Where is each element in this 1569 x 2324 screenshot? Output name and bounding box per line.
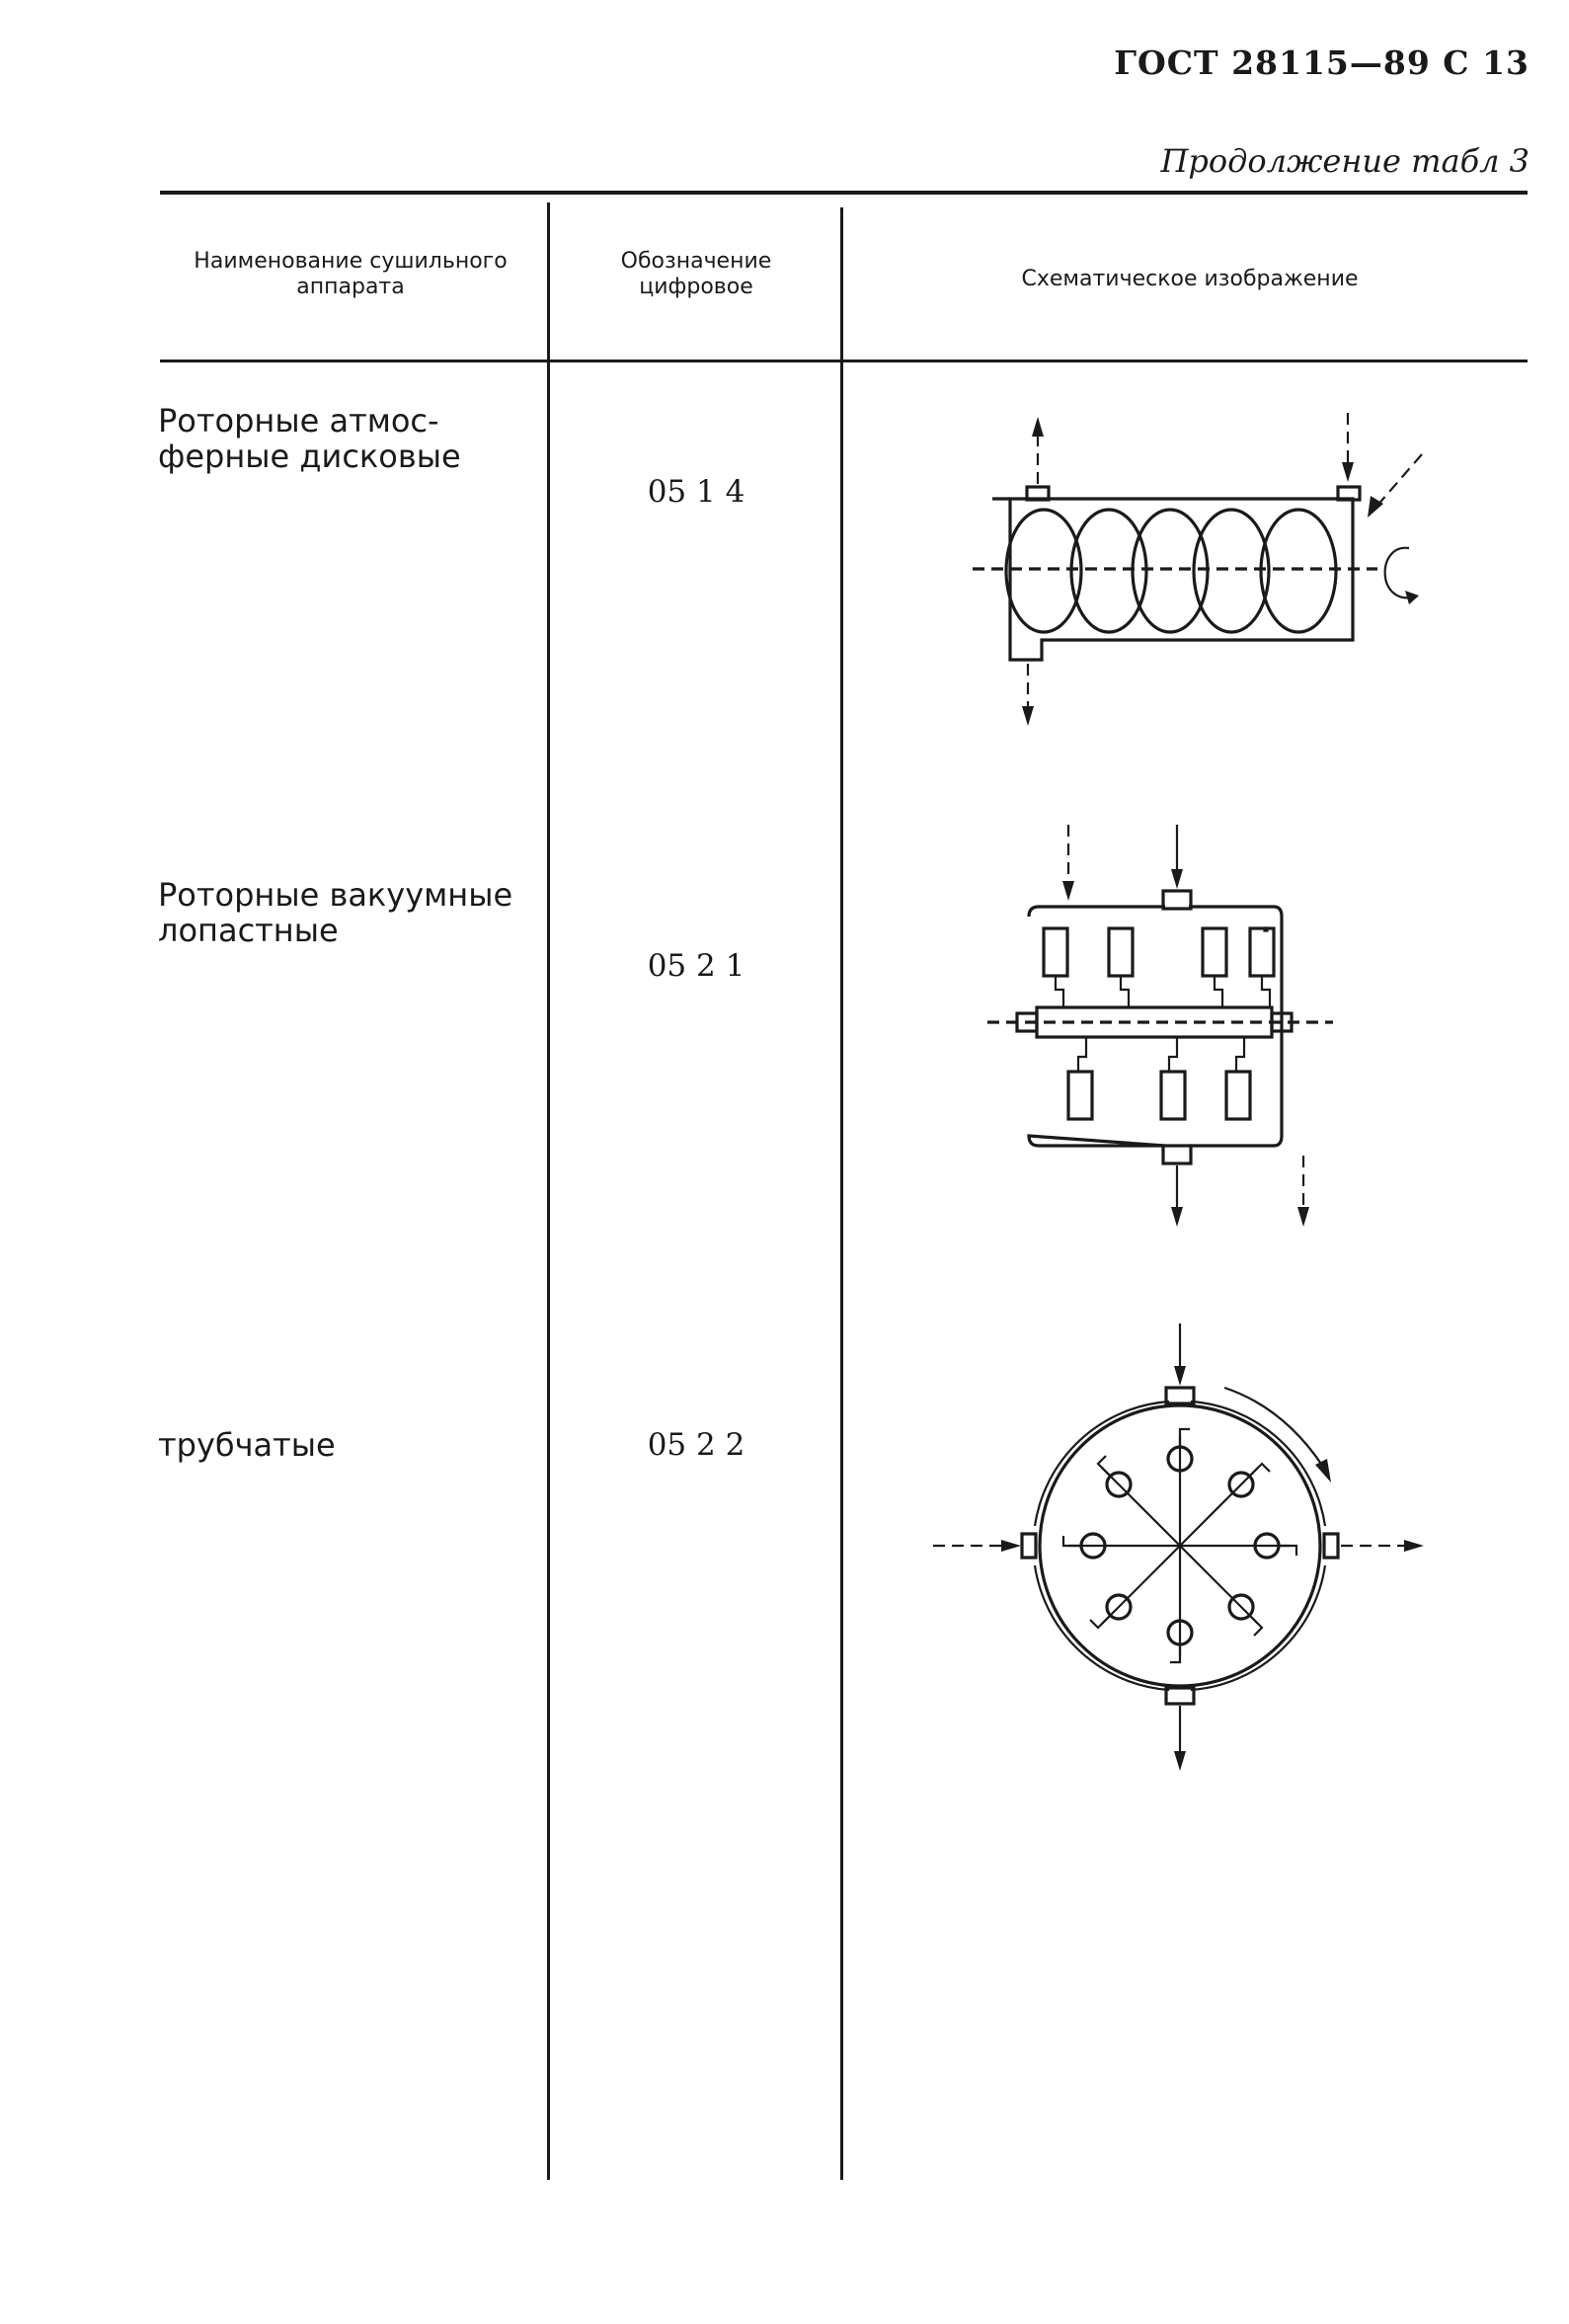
rotary-atmospheric-disc-dryer-diagram xyxy=(973,413,1423,726)
row-3-name: трубчатые xyxy=(158,1426,336,1464)
rotary-tubular-dryer-diagram xyxy=(933,1323,1424,1771)
column-header-name: Наименование сушильного аппарата xyxy=(194,249,508,299)
column-divider-1 xyxy=(547,202,550,2180)
column-header-code: Обозначение цифровое xyxy=(620,249,772,299)
column-header-scheme: Схематическое изображение xyxy=(1021,267,1359,291)
row-1-name: Роторные атмос-ферные дисковые xyxy=(158,402,461,475)
row-2-name: Роторные вакуумные лопастные xyxy=(158,876,513,949)
rotary-vacuum-paddle-dryer-diagram xyxy=(987,825,1333,1227)
row-1-code: 05 1 4 xyxy=(647,474,745,510)
column-divider-2 xyxy=(840,207,843,2180)
table-top-rule xyxy=(160,191,1528,195)
document-code: ГОСТ 28115—89 С 13 xyxy=(1114,43,1530,82)
row-2-code: 05 2 1 xyxy=(647,948,745,984)
row-3-code: 05 2 2 xyxy=(647,1427,745,1463)
table-header-rule xyxy=(160,360,1528,362)
table-continuation-label: Продолжение табл 3 xyxy=(1160,142,1530,180)
